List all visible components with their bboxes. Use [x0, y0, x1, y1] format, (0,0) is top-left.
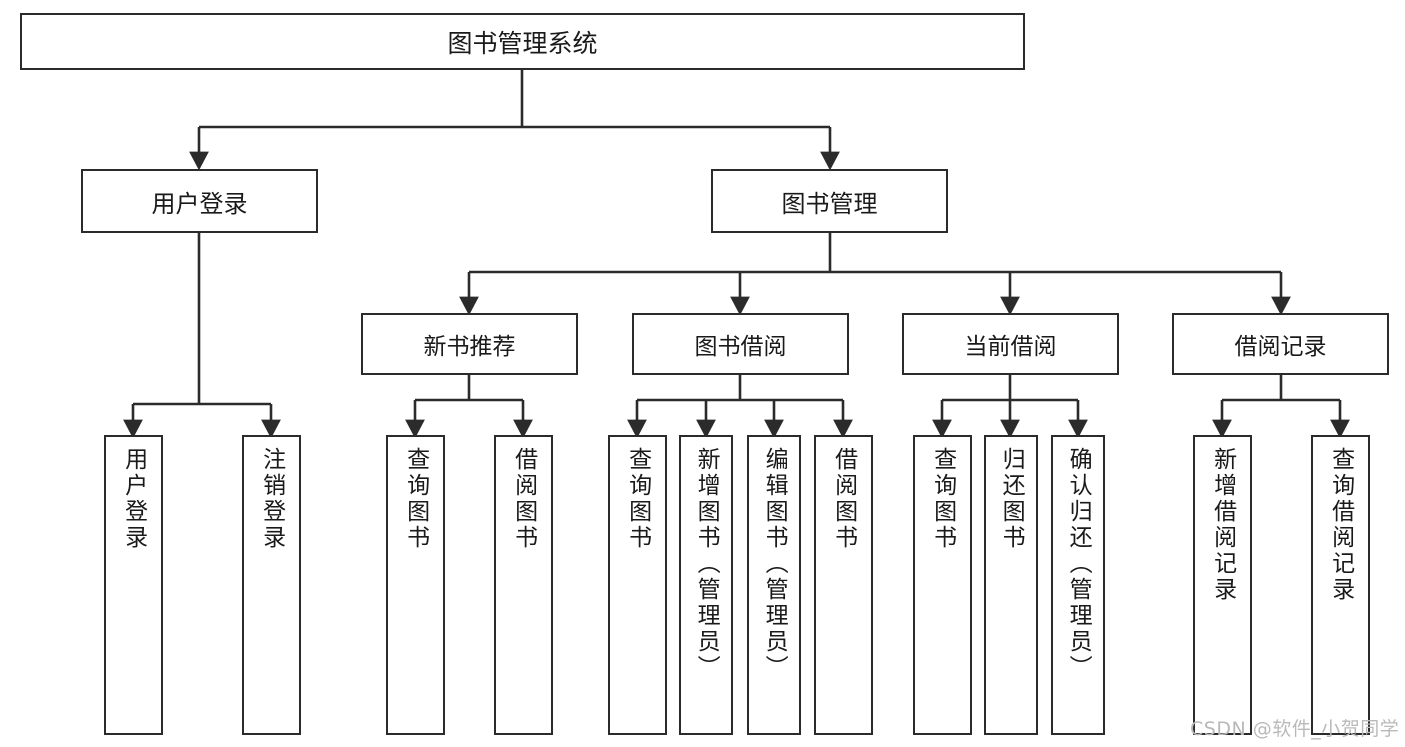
leaf-return-book[interactable]: 归还图书 — [984, 435, 1038, 735]
leaf-label: 确认归还（管理员） — [1065, 447, 1092, 681]
leaf-logout-login[interactable]: 注销登录 — [242, 435, 301, 735]
node-current-borrow[interactable]: 当前借阅 — [902, 313, 1119, 375]
leaf-label: 查询图书 — [624, 447, 651, 551]
leaf-borrow-book-borrow[interactable]: 借阅图书 — [814, 435, 873, 735]
leaf-add-book-admin[interactable]: 新增图书（管理员） — [679, 435, 733, 735]
leaf-label: 新增借阅记录 — [1209, 447, 1236, 603]
node-label: 新书推荐 — [423, 334, 516, 360]
node-label: 用户登录 — [151, 189, 248, 218]
node-borrow-record[interactable]: 借阅记录 — [1172, 313, 1389, 375]
leaf-label: 注销登录 — [258, 447, 285, 551]
leaf-label: 新增图书（管理员） — [693, 447, 720, 681]
node-user-login[interactable]: 用户登录 — [81, 169, 318, 233]
leaf-query-book-borrow[interactable]: 查询图书 — [608, 435, 667, 735]
leaf-label: 查询图书 — [929, 447, 956, 551]
leaf-query-book-newbook[interactable]: 查询图书 — [386, 435, 445, 735]
leaf-query-book-current[interactable]: 查询图书 — [913, 435, 972, 735]
leaf-label: 借阅图书 — [510, 447, 537, 551]
node-label: 图书借阅 — [694, 334, 787, 360]
leaf-borrow-book-newbook[interactable]: 借阅图书 — [494, 435, 553, 735]
node-label: 图书管理 — [781, 189, 878, 218]
leaf-label: 借阅图书 — [830, 447, 857, 551]
leaf-label: 编辑图书（管理员） — [761, 447, 788, 681]
leaf-user-login[interactable]: 用户登录 — [104, 435, 163, 735]
node-book-borrow[interactable]: 图书借阅 — [632, 313, 849, 375]
node-new-book-recommend[interactable]: 新书推荐 — [361, 313, 578, 375]
leaf-confirm-return-admin[interactable]: 确认归还（管理员） — [1051, 435, 1105, 735]
leaf-label: 查询图书 — [402, 447, 429, 551]
node-book-management[interactable]: 图书管理 — [711, 169, 948, 233]
leaf-label: 用户登录 — [120, 447, 147, 551]
leaf-query-borrow-record[interactable]: 查询借阅记录 — [1311, 435, 1370, 735]
csdn-watermark: CSDN @软件_小贺同学 — [1190, 718, 1400, 740]
leaf-label: 查询借阅记录 — [1327, 447, 1354, 603]
node-root-book-management-system[interactable]: 图书管理系统 — [20, 13, 1025, 70]
leaf-label: 归还图书 — [998, 447, 1025, 551]
leaf-edit-book-admin[interactable]: 编辑图书（管理员） — [747, 435, 801, 735]
node-label: 图书管理系统 — [447, 28, 598, 58]
node-label: 借阅记录 — [1234, 334, 1327, 360]
node-label: 当前借阅 — [964, 334, 1057, 360]
leaf-add-borrow-record[interactable]: 新增借阅记录 — [1193, 435, 1252, 735]
